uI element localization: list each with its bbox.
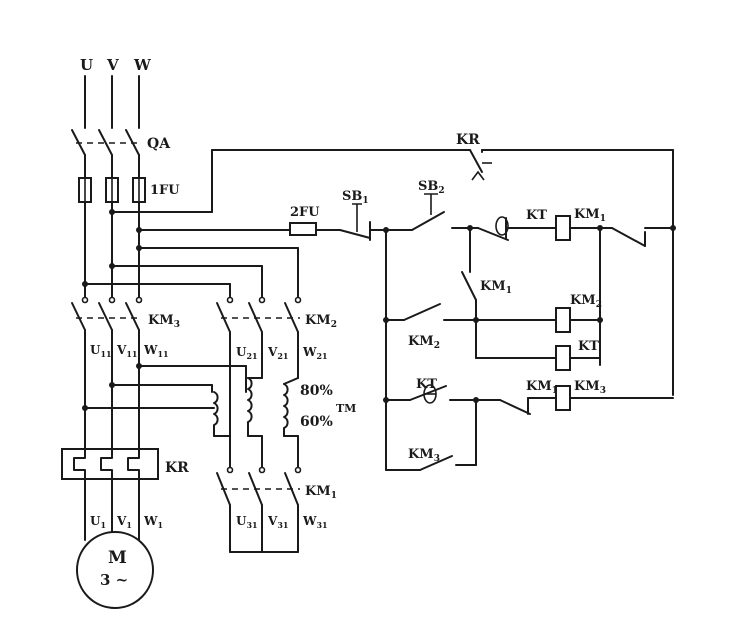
kr-top-label: KR	[456, 132, 480, 148]
kt-timed-nc-contact	[477, 216, 527, 241]
kr-thermal-label: KR	[165, 460, 189, 476]
control-circuit: KR 2FU SB1 SB2	[211, 132, 676, 471]
km3-coil-label: KM3	[574, 379, 606, 396]
km3-aux-label: KM3	[408, 447, 440, 464]
km3-coil: KM3	[555, 379, 606, 411]
sb2-label: SB2	[418, 179, 445, 196]
phase-u-label: U	[80, 56, 93, 74]
kt-contact-label: KT	[416, 377, 437, 392]
u1-label: U1	[90, 514, 106, 530]
phase-w-label: W	[133, 56, 152, 74]
fuse-1fu: 1FU	[78, 177, 180, 203]
km2-coil-label: KM2	[570, 293, 602, 310]
kr-thermal-relay: KR	[61, 448, 189, 481]
v31-label: V31	[267, 514, 288, 530]
km1-coil-top: KM1	[555, 207, 606, 241]
qa-breaker: QA	[71, 129, 171, 156]
km1-aux-label: KM1	[480, 279, 512, 296]
km2-main-label: KM2	[305, 313, 337, 330]
km1-nc-label: KM1	[526, 379, 558, 396]
u21-label: U21	[236, 345, 258, 361]
u11-label: U11	[90, 343, 112, 359]
km3-main-contacts: KM3	[71, 296, 180, 331]
km1-top-label: KM1	[574, 207, 606, 224]
v1-label: V1	[116, 514, 132, 530]
km1-nc-contact: KM1	[475, 379, 558, 415]
km2-aux-label: KM2	[408, 334, 440, 351]
km2-aux-contact: KM2	[385, 303, 477, 351]
tap-80-label: 80%	[300, 383, 333, 399]
w21-label: W21	[302, 345, 328, 361]
fu1-label: 1FU	[150, 183, 180, 198]
kt-coil-mid-label: KT	[578, 339, 599, 354]
fuse-2fu: 2FU	[289, 205, 320, 236]
autotransformer-tm: 80% TM 60%	[205, 377, 356, 471]
w31-label: W31	[302, 514, 328, 530]
u31-label: U31	[236, 514, 258, 530]
kt-timed-no-contact: KT	[385, 377, 447, 404]
power-circuit: U V W QA 1FU	[61, 56, 356, 609]
qa-label: QA	[147, 136, 171, 152]
fu2-label: 2FU	[290, 205, 320, 220]
sb1-label: SB1	[342, 189, 369, 206]
phase-v-label: V	[106, 56, 119, 74]
km1-main-label: KM1	[305, 484, 337, 501]
km3-main-label: KM3	[148, 313, 180, 330]
km2-coil: KM2	[555, 293, 602, 333]
motor-phase-label: 3 ~	[100, 571, 128, 589]
kr-nc-contact: KR	[456, 132, 492, 181]
km3-aux-contact: KM3	[385, 447, 453, 471]
tap-60-label: 60%	[300, 414, 333, 430]
sb1-stop-button: SB1	[339, 189, 371, 241]
km1-main-contacts: KM1	[216, 466, 337, 506]
motor-label: M	[108, 548, 127, 568]
sb2-start-button: SB2	[411, 179, 445, 231]
kt-coil-top-label: KT	[526, 208, 547, 223]
motor: M 3 ~	[76, 531, 154, 609]
w1-label: W1	[143, 514, 163, 530]
w11-label: W11	[143, 343, 169, 359]
km1-aux-contact: KM1	[461, 227, 512, 301]
kt-coil: KT	[555, 339, 599, 371]
tm-label: TM	[336, 402, 356, 415]
v21-label: V21	[267, 345, 288, 361]
v11-label: V11	[116, 343, 137, 359]
km2-main-contacts: KM2	[216, 296, 337, 333]
